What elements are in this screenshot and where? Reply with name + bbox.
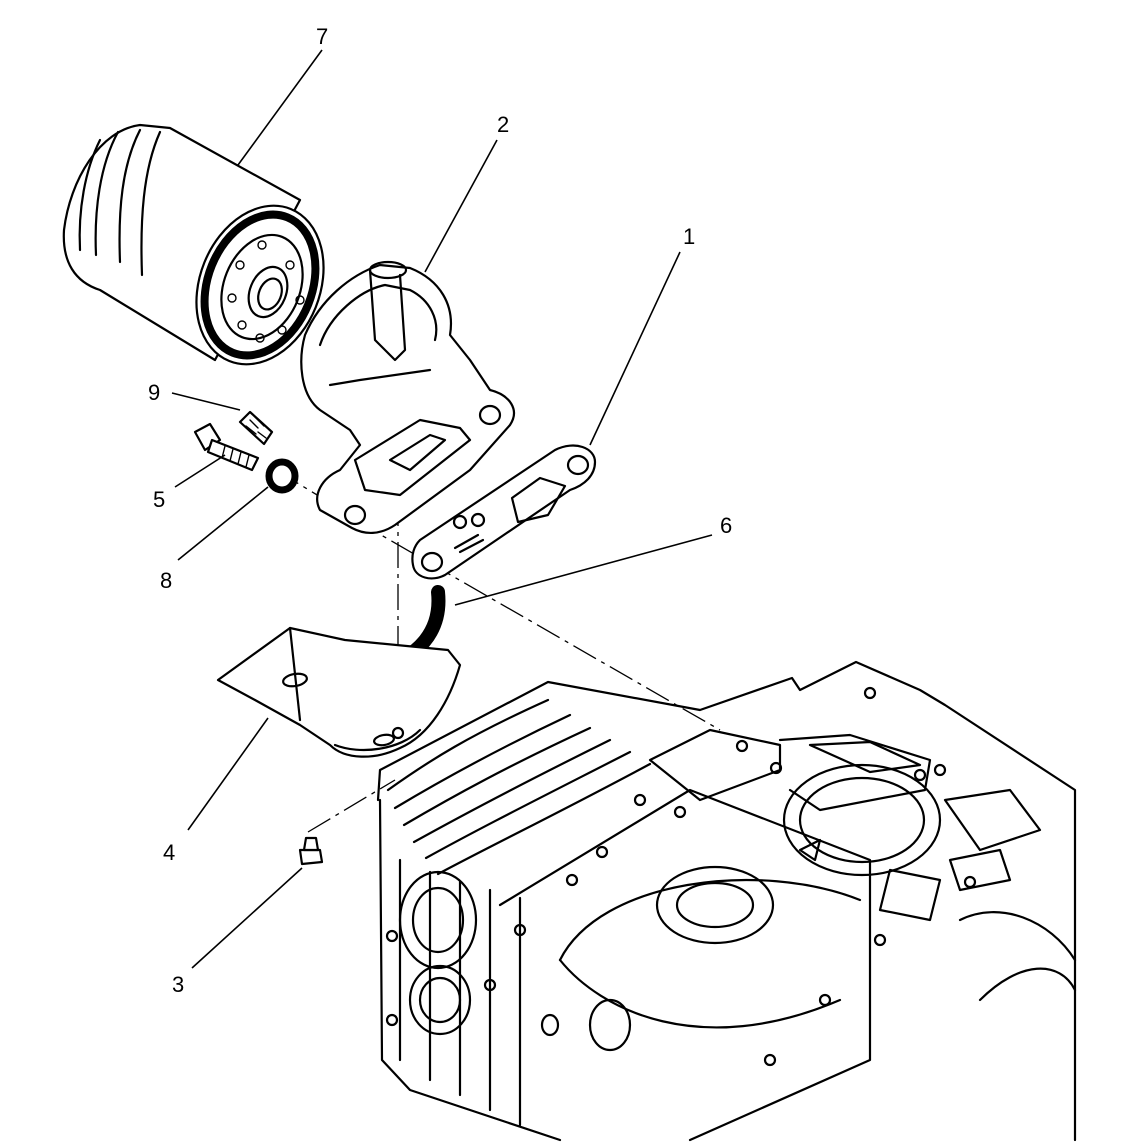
callout-9: 9 — [148, 380, 160, 405]
callout-4: 4 — [163, 840, 175, 865]
callout-2: 2 — [497, 112, 509, 137]
engine-block — [376, 660, 1077, 1142]
callout-8: 8 — [160, 568, 172, 593]
oil-filter-adapter — [300, 260, 515, 534]
washer — [265, 458, 299, 494]
oil-deflector-plate — [216, 626, 462, 758]
oil-filter — [62, 123, 325, 366]
plug — [238, 410, 274, 446]
callout-labels: 7 2 1 6 9 5 8 4 3 — [148, 24, 732, 997]
screw — [298, 836, 324, 866]
callout-3: 3 — [172, 972, 184, 997]
callout-1: 1 — [683, 224, 695, 249]
gasket — [411, 444, 597, 580]
callout-6: 6 — [720, 513, 732, 538]
callout-5: 5 — [153, 487, 165, 512]
callout-7: 7 — [316, 24, 328, 49]
bolt — [193, 422, 260, 472]
leader-lines — [171, 49, 713, 969]
